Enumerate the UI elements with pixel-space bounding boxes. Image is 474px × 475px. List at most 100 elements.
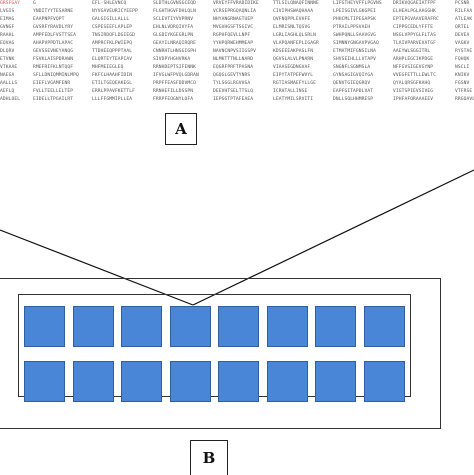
table-cell: QYALQRSGFKAHQ [393,81,431,86]
table-cell: LIFGTHEYVFFLPGVNS [333,1,382,6]
table-cell: AALLLS [0,81,18,86]
table-cell: EIDELLTPGAILRT [33,97,74,100]
table-cell: EPTEPGVAAVERAFRC [393,17,439,22]
table-cell: GVNGF [0,25,15,30]
table-cell: YNDITYYTESARNE [33,9,74,14]
table-cell: FVLLTEELLELTEP [33,89,74,94]
inner-frame [18,294,411,397]
tile-r2-c7 [315,361,356,402]
table-cell: EIEFLVGAMFENR [33,81,71,86]
table-cell: KNIKV [455,73,470,78]
table-cell: SHVSEIHLLLVTAPV [333,57,376,62]
table-cell: ELHEALPGLAAGGHK [393,9,436,14]
table-cell: VTKAAE [0,65,18,70]
table-cell: NAVNCNPVSIIGSPV [213,49,256,54]
table-cell: NSCLI [455,65,470,70]
table-cell: GYNSAGIGVQIYGA [333,73,374,78]
table-cell: SWHPQNLLSAAVGVG [333,33,376,38]
table-cell: SIVDPYHGHVRKA [153,57,191,62]
table-cell: EQVAG [0,41,15,46]
table-cell: RRNHEFILLDSSPN [153,89,194,94]
table-cell: AAEYWLSGGITRL [393,49,431,54]
table-cell: VLAPQANFEPLIGAGR [273,41,319,46]
table-cell: SNGNFLSGNMSLA [333,65,371,70]
table-cell: NLMKTTTNLLNARD [213,57,254,62]
table-cell: IPHFAFQRAAAEEV [393,97,434,100]
table-cell: GLGDIYKGEGRLPN [153,33,194,38]
table-cell: ICRHTALLINSE [273,89,308,94]
table-cell: AMPFEDLFVSTTSEA [33,33,76,38]
tile-r2-c1 [24,361,65,402]
table-cell: FGSNV [455,81,470,86]
table-cell: SFLLDNIQMMINLMPQ [33,73,79,78]
table-cell: NYVGAVEURICYEEPP [92,9,138,14]
table-cell: DEEVHTSELTTSLQ [213,89,254,94]
table-cell: RRNHDEPTSIFENNK [153,65,196,70]
table-cell: PCSNR [455,1,470,6]
table-cell: ARHPLEGCIKPDGE [393,57,434,62]
table-cell: RYSTAE [455,49,473,54]
table-cell: G [33,1,36,6]
table-cell: ETMATMIFGNSILNA [333,49,376,54]
table-cell: ERRLPPAVFKETTLF [92,89,135,94]
table-cell: EAAPNPFVQPT [33,17,65,22]
table-cell: EFL-SHLEVNCQ [92,1,127,6]
table-cell: QVFNQPPLEVHFE [273,17,311,22]
table-cell: RILFAA [455,9,473,14]
table-cell: LVGIS [0,9,15,14]
table-cell: LPEISGIVLGKGPEI [333,9,376,14]
table-cell: RRGQAVL [455,97,474,100]
table-cell: AEFLQ [0,89,15,94]
table-cell: LLLFFGMMIPLLEA [92,97,133,100]
table-cell: VTFRSE [455,89,473,94]
table-cell: TTLSILQNAQFINNNE [273,1,319,6]
outer-frame [0,278,441,429]
table-cell: TLAIVPARVEVATGF [393,41,436,46]
table-cell: VIAASEGDNGVAF [273,65,311,70]
table-cell: VVEGFETTLLEWLTC [393,73,436,78]
table-cell: QRTEL [455,25,470,30]
table-cell: GVSRFYRAVDLYRY [33,25,74,30]
table-cell: LEATYMILSRVITI [273,97,314,100]
tile-r1-c7 [315,306,356,347]
table-cell: EHLNLVDRQIVYFA [153,25,194,30]
table-cell: EIPYTATPEFWVYL [273,73,314,78]
panel-label-b-text: B [202,449,216,467]
table-cell: ETVNK [0,57,15,62]
table-cell: TYLSGGLRGVHSA [213,81,251,86]
table-cell: CIVIPHSWAQHAAA [273,9,314,14]
table-cell: VAGKV [455,41,470,46]
tile-r1-c8 [363,306,405,347]
table-cell: RAAHL [0,33,15,38]
tile-r2-c5 [218,361,259,402]
table-cell: EIMAG [0,17,15,22]
panel-label-a: A [165,113,197,145]
table-cell: RGTIASMAEFYLLGE [273,81,316,86]
table-cell: GALGIGILLALLL [92,17,130,22]
tile-r1-c2 [72,306,114,347]
table-cell: NHYANGRNAGTUEP [213,17,254,22]
table-cell: ADHLQEL [0,97,21,100]
table-cell: VCRSEPRGQAQNLIA [213,9,256,14]
tile-r2-c2 [72,361,114,402]
table-cell: FQHQK [455,57,470,62]
table-cell: IFVGLWFPVQLGDRAN [153,73,199,78]
table-cell: SCLEVTIYVVPRNV [153,17,194,22]
table-cell: GEAYILNRAQIRQRE [153,41,196,46]
table-cell: CIPPGCEDLYFFTE [393,25,434,30]
tile-r2-c8 [363,361,405,402]
table-cell: DEVEA [455,33,470,38]
table-cell: SIMNNYGNGAVPVGAQ [333,41,379,46]
table-cell: QGQGLGEVTYNRS [213,73,251,78]
table-cell: CNNRHTLHNSGIGPH [153,49,196,54]
table-cell: TNSIRDOFLDGIEGD [92,33,135,38]
table-cell: LGRLIAGHLQLSRLN [273,33,316,38]
